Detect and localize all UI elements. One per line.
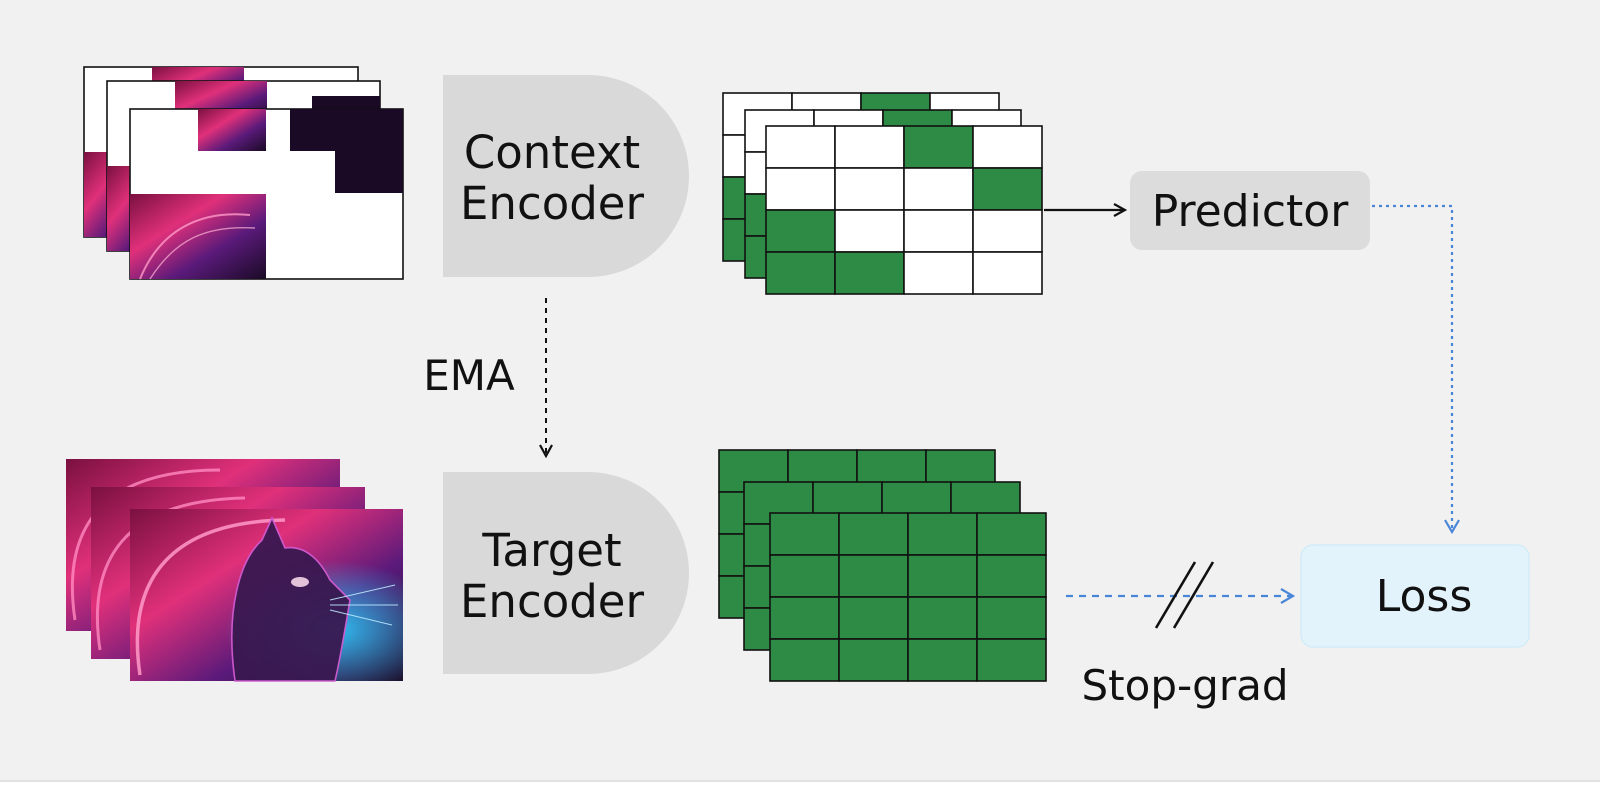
masked-context-image-stack [83, 66, 404, 280]
stop-grad-label: Stop-grad [1082, 661, 1289, 710]
token-cell [838, 638, 909, 682]
context-encoder-label-line2: Encoder [460, 177, 644, 230]
token-cell [838, 596, 909, 640]
token-cell [765, 251, 836, 295]
token-cell [972, 167, 1043, 211]
predictor-label: Predictor [1152, 186, 1349, 237]
ema-label: EMA [423, 351, 515, 400]
loss-box [1300, 544, 1530, 648]
target-image-front [130, 509, 403, 682]
token-cell [838, 512, 909, 556]
diagram-svg: Context Encoder Target Encoder EMA Predi… [66, 66, 1530, 710]
target-image-stack [66, 459, 403, 682]
token-cell [903, 251, 974, 295]
token-cell [834, 167, 905, 211]
token-cell [972, 209, 1043, 253]
token-cell [976, 638, 1047, 682]
double-slash-icon [1154, 561, 1215, 629]
loss-label: Loss [1376, 571, 1473, 622]
target-encoder-label-line2: Encoder [460, 575, 644, 628]
token-cell [838, 554, 909, 598]
token-cell [765, 167, 836, 211]
target-token-grid-stack [718, 449, 1047, 682]
token-cell [907, 512, 978, 556]
token-cell [976, 596, 1047, 640]
token-cell [769, 512, 840, 556]
token-cell [769, 554, 840, 598]
token-cell [976, 554, 1047, 598]
token-cell [834, 209, 905, 253]
token-cell [903, 167, 974, 211]
token-cell [907, 596, 978, 640]
token-cell [834, 251, 905, 295]
token-cell [972, 125, 1043, 169]
token-cell [765, 125, 836, 169]
token-cell [769, 638, 840, 682]
target-encoder-shape [443, 472, 689, 674]
bottom-border-strip [0, 780, 1600, 804]
context-encoder-shape [443, 75, 689, 277]
context-token-grid-front [765, 125, 1043, 295]
token-cell [976, 512, 1047, 556]
token-cell [972, 251, 1043, 295]
context-token-grid-stack [722, 92, 1043, 295]
target-encoder-label-line1: Target [481, 524, 621, 577]
predictor-to-loss-arrow [1372, 204, 1460, 535]
token-cell [907, 638, 978, 682]
token-cell [903, 209, 974, 253]
context-encoder-label-line1: Context [464, 126, 640, 179]
predictor-box [1130, 171, 1370, 250]
token-cell [765, 209, 836, 253]
token-cell [907, 554, 978, 598]
token-cell [769, 596, 840, 640]
token-cell [903, 125, 974, 169]
token-cell [834, 125, 905, 169]
masked-context-image-front [129, 108, 404, 280]
target-token-grid-front [769, 512, 1047, 682]
